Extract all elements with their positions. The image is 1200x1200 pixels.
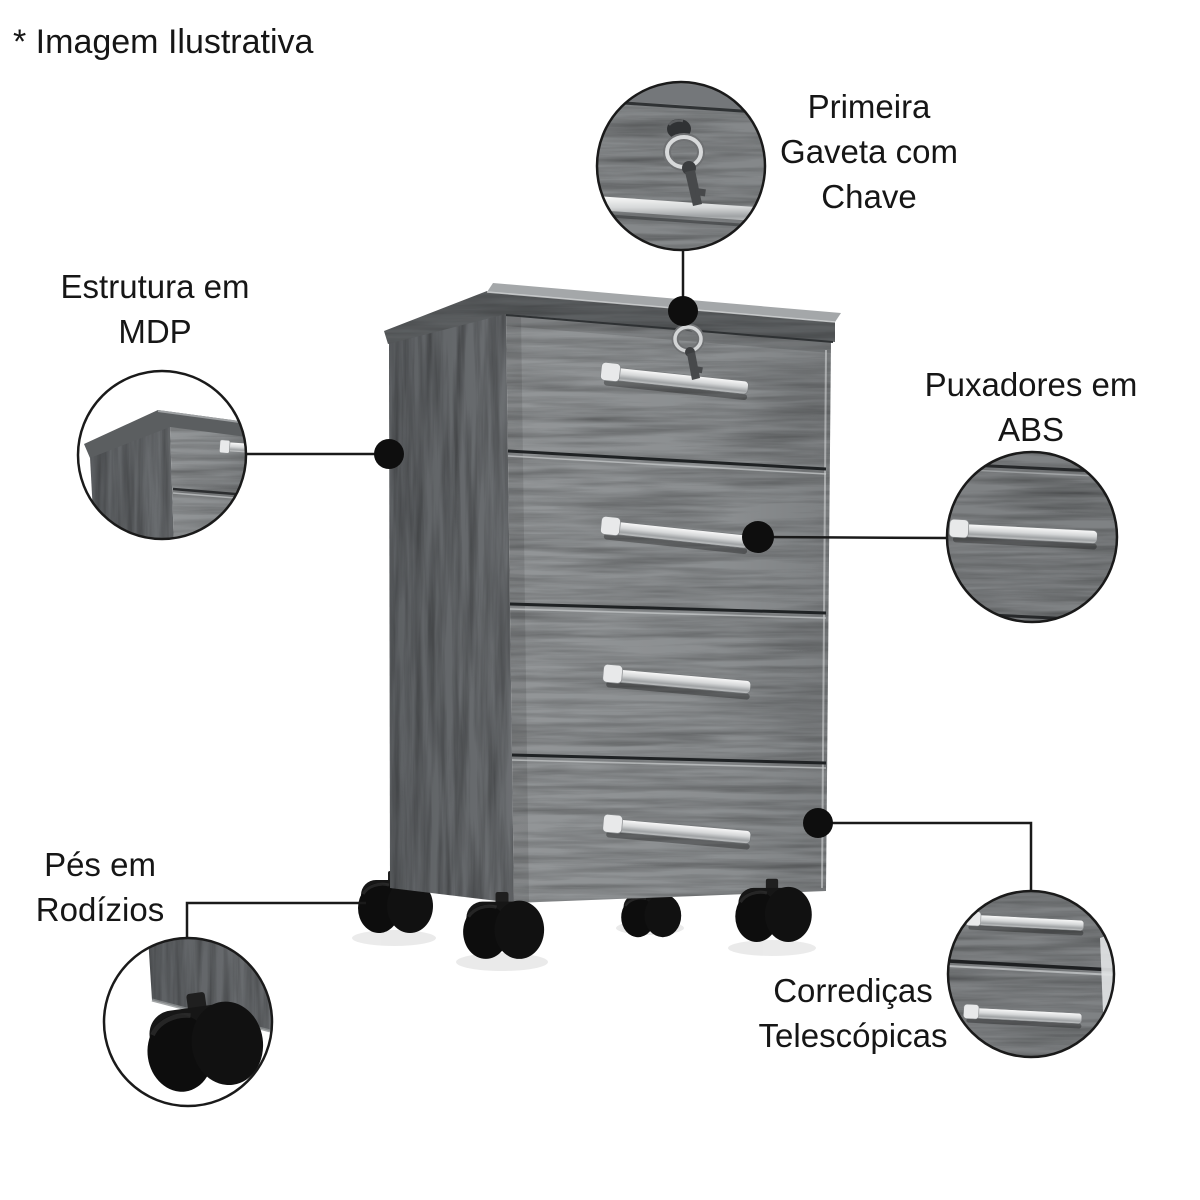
callout-line-casters [185, 901, 366, 938]
callout-dot-lock [668, 296, 698, 326]
label-line: Primeira [807, 88, 931, 125]
callout-circle-casters [102, 936, 274, 1108]
callout-dot-structure [374, 439, 404, 469]
callout-dot-slides [803, 808, 833, 838]
drawer-gaps [507, 449, 827, 769]
cabinet-side-panel [389, 312, 514, 903]
callout-dot-handles [742, 521, 774, 553]
label-line: Gaveta com [780, 133, 958, 170]
label-line: Estrutura em [60, 268, 250, 305]
callout-circle-structure [76, 369, 248, 541]
cabinet-top-board [384, 283, 841, 344]
label-line: Corrediças [773, 972, 933, 1009]
label-line: Pés em [44, 846, 156, 883]
label-line: Chave [821, 178, 917, 215]
label-line: Telescópicas [758, 1017, 948, 1054]
callout-line-slides [830, 821, 1033, 891]
callout-label-lock: Primeira Gaveta com Chave [744, 84, 994, 219]
illustrative-image-note: * Imagem Ilustrativa [13, 23, 314, 61]
callout-line-handles [757, 535, 948, 540]
callout-circle-handles [945, 450, 1119, 624]
key-icon [671, 323, 705, 380]
callout-label-slides: Corrediças Telescópicas [728, 968, 978, 1058]
label-line: Puxadores em [924, 366, 1138, 403]
cabinet [352, 283, 841, 971]
label-line: Rodízios [35, 891, 165, 928]
callout-dots [374, 296, 833, 838]
callout-label-handles: Puxadores em ABS [906, 362, 1156, 452]
callout-circle-slides [946, 889, 1116, 1059]
callout-label-casters: Pés em Rodízios [0, 842, 205, 932]
callout-circle-lock [595, 80, 767, 252]
label-line: ABS [997, 411, 1065, 448]
callout-label-structure: Estrutura em MDP [30, 264, 280, 354]
label-line: MDP [118, 313, 192, 350]
cabinet-front-face [506, 312, 831, 903]
